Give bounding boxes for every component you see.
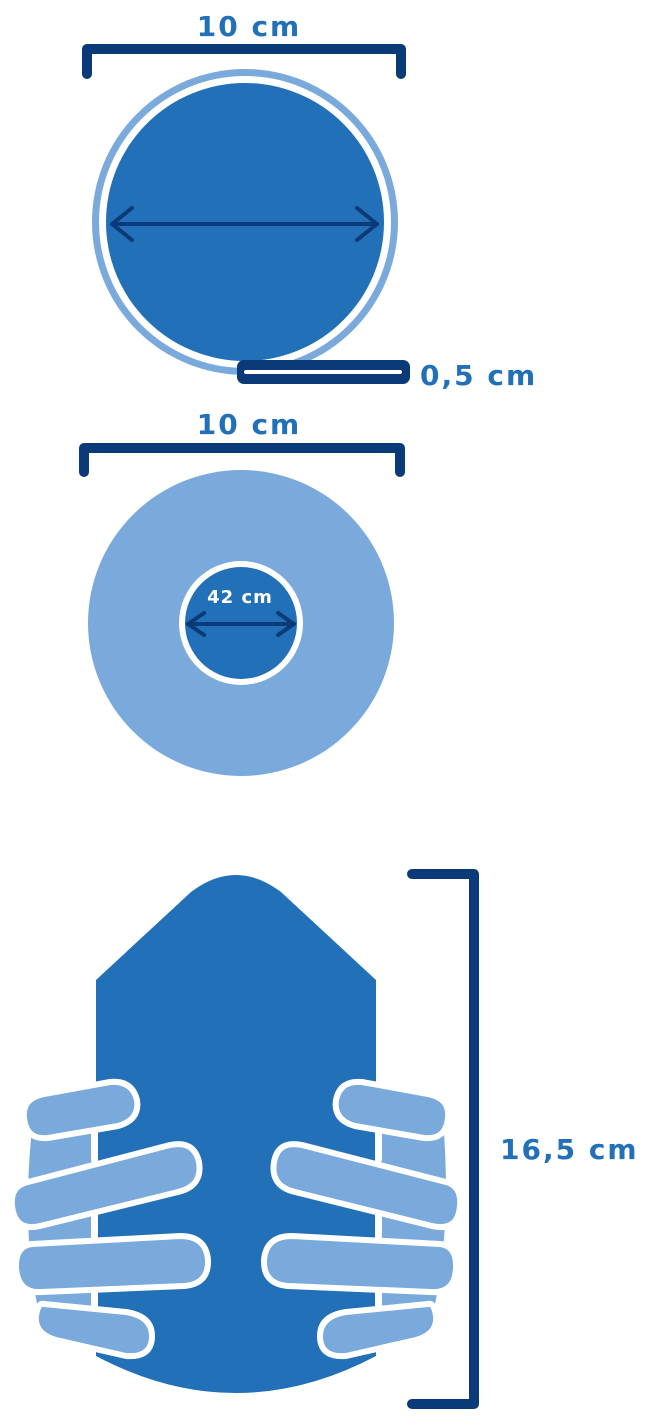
bottom-width-bracket [79, 443, 405, 477]
left-finger-1 [20, 1078, 141, 1142]
bottom-width-label: 10 cm [197, 408, 302, 441]
top-width-label: 10 cm [197, 10, 302, 43]
right-hand [260, 1078, 464, 1360]
left-finger-3 [12, 1233, 212, 1296]
right-finger-1 [332, 1078, 452, 1142]
left-finger-4 [32, 1300, 155, 1360]
hole-diameter-arrow [186, 611, 296, 637]
left-finger-2 [8, 1141, 203, 1230]
top-view: 10 cm 9 cm 0,5 cm [82, 10, 537, 392]
right-finger-2 [270, 1141, 464, 1230]
inner-diameter-label: 9 cm [204, 184, 287, 217]
wall-thickness-bracket [237, 360, 410, 384]
right-finger-4 [317, 1300, 440, 1360]
left-hand [8, 1078, 212, 1360]
hole-diameter-label: 42 cm [207, 587, 273, 608]
side-view: 16,5 cm [8, 869, 639, 1409]
bottom-view: 10 cm 42 cm [79, 408, 405, 776]
height-bracket [407, 869, 479, 1409]
right-finger-3 [260, 1233, 460, 1296]
height-label: 16,5 cm [500, 1133, 639, 1166]
inner-diameter-arrow [110, 206, 379, 242]
top-width-bracket [82, 44, 406, 79]
wall-thickness-label: 0,5 cm [420, 359, 537, 392]
